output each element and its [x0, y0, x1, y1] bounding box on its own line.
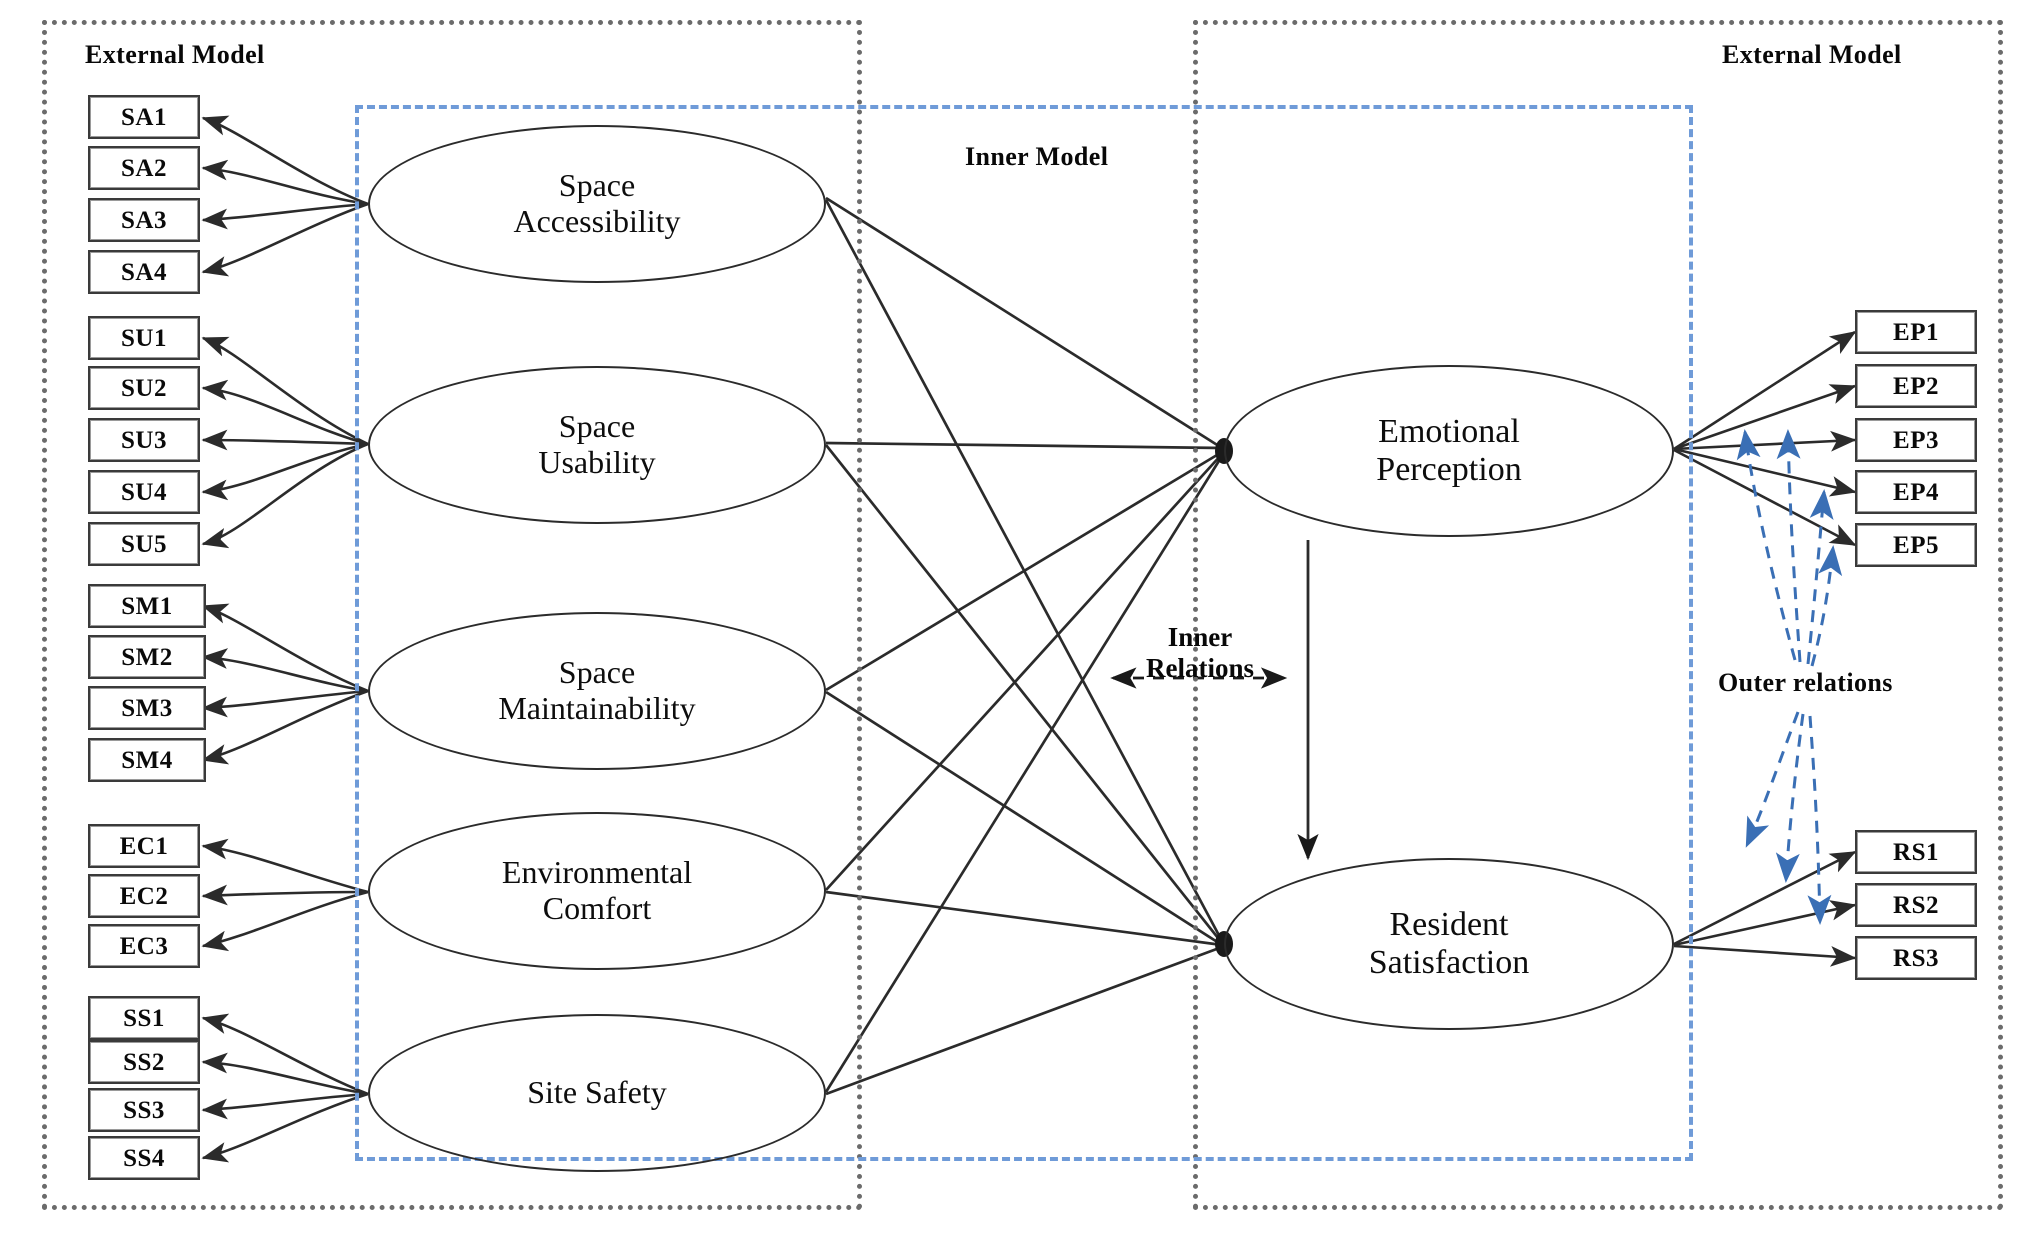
indicator-box[interactable]: EC1 — [88, 824, 200, 868]
inner-model-frame — [355, 105, 1693, 1161]
indicator-box[interactable]: SU1 — [88, 316, 200, 360]
indicator-box[interactable]: SS1 — [88, 996, 200, 1040]
indicator-box[interactable]: SA4 — [88, 250, 200, 294]
indicator-box[interactable]: EP4 — [1855, 470, 1977, 514]
indicator-box[interactable]: SS2 — [88, 1040, 200, 1084]
indicator-box[interactable]: RS1 — [1855, 830, 1977, 874]
latent-variable-resident-satisfaction[interactable]: Resident Satisfaction — [1224, 858, 1674, 1030]
indicator-box[interactable]: SM3 — [88, 686, 206, 730]
latent-variable-environmental-comfort[interactable]: Environmental Comfort — [368, 812, 826, 970]
indicator-box[interactable]: EP5 — [1855, 523, 1977, 567]
indicator-box[interactable]: SS4 — [88, 1136, 200, 1180]
outer-relations-label: Outer relations — [1718, 668, 1893, 697]
indicator-box[interactable]: SA3 — [88, 198, 200, 242]
indicator-box[interactable]: SM2 — [88, 635, 206, 679]
indicator-box[interactable]: RS2 — [1855, 883, 1977, 927]
latent-variable-site-safety[interactable]: Site Safety — [368, 1014, 826, 1172]
latent-variable-emotional-perception[interactable]: Emotional Perception — [1224, 365, 1674, 537]
indicator-box[interactable]: SA2 — [88, 146, 200, 190]
indicator-box[interactable]: SS3 — [88, 1088, 200, 1132]
indicator-box[interactable]: SM1 — [88, 584, 206, 628]
indicator-box[interactable]: EP1 — [1855, 310, 1977, 354]
inner-model-label: Inner Model — [965, 142, 1109, 171]
indicator-box[interactable]: EC2 — [88, 874, 200, 918]
indicator-box[interactable]: EC3 — [88, 924, 200, 968]
inner-relations-label: Inner Relations — [1146, 622, 1254, 684]
latent-variable-space-accessibility[interactable]: Space Accessibility — [368, 125, 826, 283]
external-model-label-right: External Model — [1722, 40, 1902, 69]
latent-variable-space-usability[interactable]: Space Usability — [368, 366, 826, 524]
latent-variable-space-maintainability[interactable]: Space Maintainability — [368, 612, 826, 770]
external-model-frame-right — [1193, 20, 2003, 1210]
indicator-box[interactable]: RS3 — [1855, 936, 1977, 980]
indicator-box[interactable]: SU2 — [88, 366, 200, 410]
external-model-frame-left — [42, 20, 862, 1210]
external-model-label-left: External Model — [85, 40, 265, 69]
indicator-box[interactable]: SU3 — [88, 418, 200, 462]
indicator-box[interactable]: SA1 — [88, 95, 200, 139]
indicator-box[interactable]: EP3 — [1855, 418, 1977, 462]
indicator-box[interactable]: SU4 — [88, 470, 200, 514]
indicator-box[interactable]: SM4 — [88, 738, 206, 782]
indicator-box[interactable]: SU5 — [88, 522, 200, 566]
indicator-box[interactable]: EP2 — [1855, 364, 1977, 408]
